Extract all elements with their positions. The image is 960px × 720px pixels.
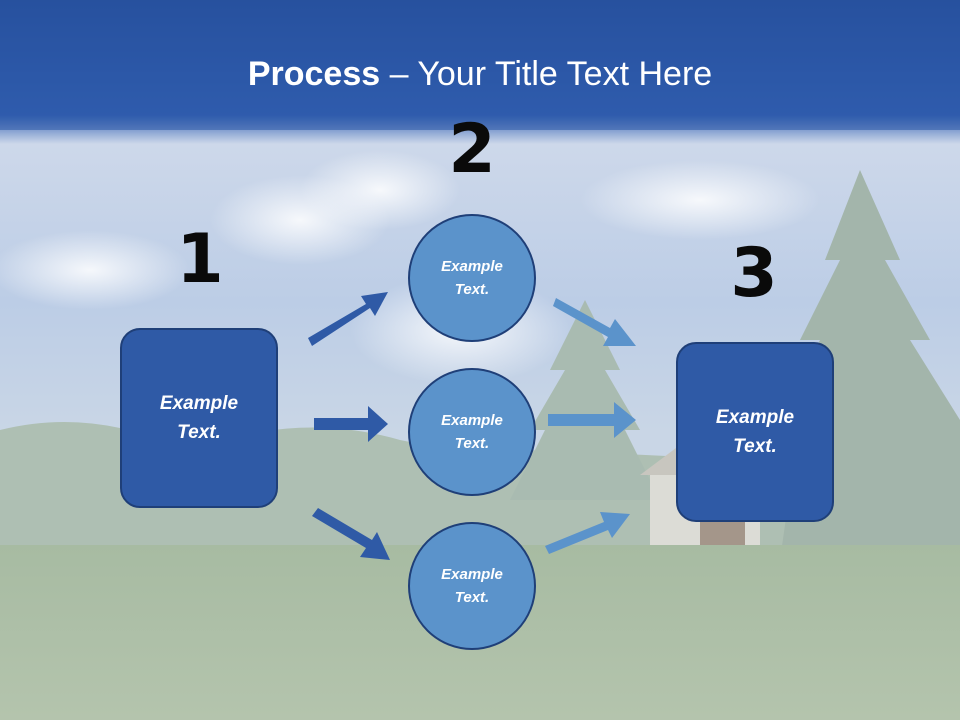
arrow-down-right-icon bbox=[312, 508, 390, 560]
start-box: Example Text. bbox=[120, 328, 278, 508]
start-box-line2: Text. bbox=[177, 422, 221, 443]
end-box-line1: Example bbox=[715, 407, 795, 428]
arrow-up-right-icon bbox=[545, 512, 630, 554]
title-rest: – Your Title Text Here bbox=[380, 55, 713, 93]
circle-1-line1: Example bbox=[441, 258, 503, 275]
end-box: Example Text. bbox=[676, 342, 834, 522]
start-box-label: Example Text. bbox=[160, 389, 238, 447]
right-arrows bbox=[545, 298, 636, 554]
arrow-right-icon bbox=[548, 402, 636, 438]
step-number-2: 2 bbox=[448, 110, 496, 189]
step-number-3: 3 bbox=[730, 234, 778, 313]
process-circle-3: Example Text. bbox=[408, 522, 536, 650]
circle-2-line2: Text. bbox=[454, 435, 490, 452]
left-arrows bbox=[308, 292, 390, 560]
end-box-label: Example Text. bbox=[716, 403, 794, 461]
circle-2-line1: Example bbox=[441, 412, 503, 429]
step-number-1: 1 bbox=[176, 220, 224, 299]
end-box-line2: Text. bbox=[733, 436, 777, 457]
process-circle-1: Example Text. bbox=[408, 214, 536, 342]
circle-3-line2: Text. bbox=[454, 589, 490, 606]
circle-1-line2: Text. bbox=[454, 281, 490, 298]
process-circle-2: Example Text. bbox=[408, 368, 536, 496]
arrow-up-right-icon bbox=[308, 292, 388, 346]
title-bold: Process bbox=[247, 55, 381, 93]
circle-3-line1: Example bbox=[441, 566, 503, 583]
start-box-line1: Example bbox=[159, 393, 239, 414]
arrow-down-right-icon bbox=[553, 298, 636, 346]
arrow-right-icon bbox=[314, 406, 388, 442]
slide-title: Process – Your Title Text Here bbox=[0, 52, 960, 96]
